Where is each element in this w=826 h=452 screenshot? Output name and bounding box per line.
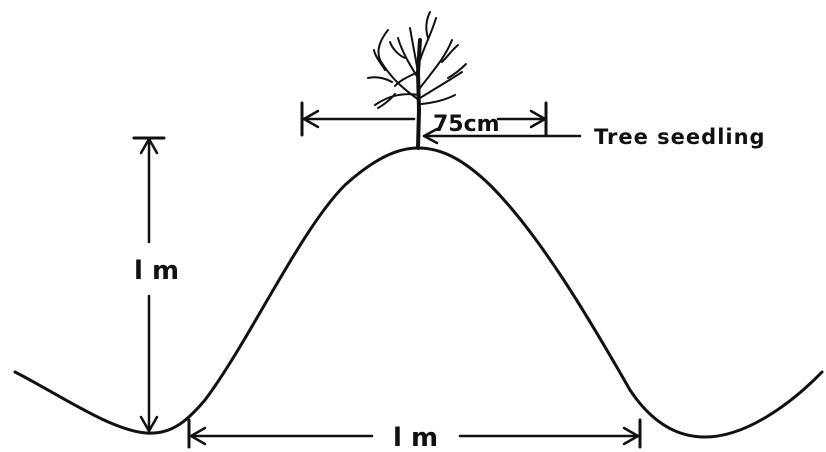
base-width-label: l m — [393, 423, 438, 452]
top-left-arrowhead — [302, 109, 320, 129]
height-top-arrowhead — [139, 137, 159, 155]
top-right-arrowhead — [529, 109, 547, 129]
height-dimension: l m — [132, 136, 179, 433]
top-width-label: 75cm — [433, 112, 500, 137]
height-bottom-arrowhead — [139, 415, 159, 433]
seedling-label: Tree seedling — [594, 125, 766, 149]
tree-seedling — [367, 11, 467, 150]
base-width-dimension: l m — [187, 418, 642, 452]
seedling-callout: Tree seedling — [422, 125, 766, 149]
base-left-arrowhead — [189, 426, 207, 446]
height-label: l m — [134, 256, 179, 286]
seedling-trunk — [416, 38, 422, 150]
seedling-leader-arrowhead — [422, 127, 439, 145]
seedling-branches — [367, 11, 467, 109]
mound-profile — [13, 146, 824, 439]
top-width-dimension: 75cm — [300, 101, 548, 137]
base-right-arrowhead — [622, 426, 640, 446]
